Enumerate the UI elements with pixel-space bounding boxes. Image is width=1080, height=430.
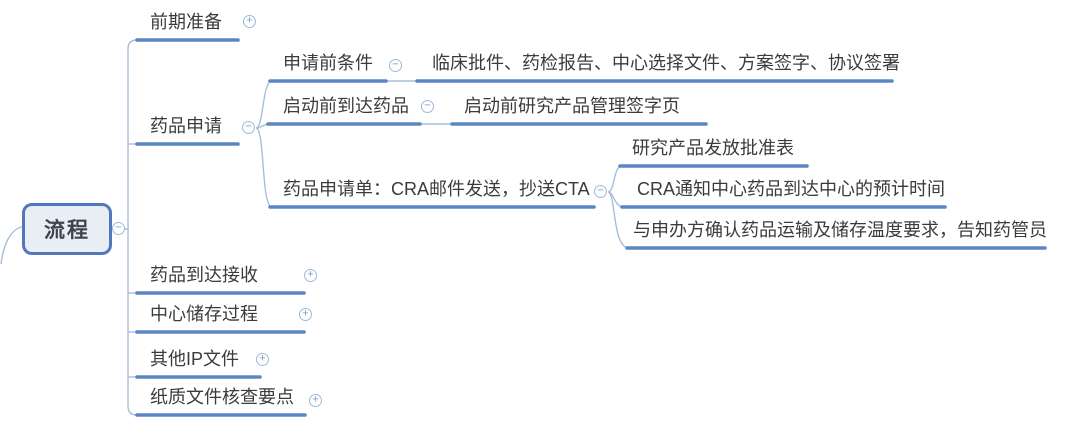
node-pre-application-conditions[interactable]: 申请前条件	[283, 53, 373, 73]
toggle-paper-checklist-expand-icon[interactable]: +	[309, 394, 322, 407]
fan-application-form-up	[607, 165, 623, 193]
node-paper-document-checklist[interactable]: 纸质文件核查要点	[150, 387, 294, 407]
node-preparation[interactable]: 前期准备	[150, 12, 222, 32]
node-prelaunch-drug-arrival[interactable]: 启动前到达药品	[283, 96, 409, 116]
node-drug-application-form[interactable]: 药品申请单：CRA邮件发送，抄送CTA	[283, 179, 590, 199]
node-drug-arrival-receipt[interactable]: 药品到达接收	[150, 265, 258, 285]
node-process-root[interactable]: 流程	[22, 203, 112, 255]
node-product-release-approval-form[interactable]: 研究产品发放批准表	[632, 138, 794, 158]
toggle-drug-application-collapse-icon[interactable]: −	[242, 121, 255, 134]
node-prelaunch-signature-page[interactable]: 启动前研究产品管理签字页	[464, 96, 680, 116]
node-clinical-approval-docs[interactable]: 临床批件、药检报告、中心选择文件、方案签字、协议签署	[432, 53, 900, 73]
toggle-preconditions-collapse-icon[interactable]: −	[389, 59, 402, 72]
fan-drug-application-up	[255, 80, 273, 129]
trunk-line	[127, 39, 138, 416]
toggle-site-storage-expand-icon[interactable]: +	[299, 308, 312, 321]
toggle-root-collapse-icon[interactable]: −	[112, 222, 125, 235]
node-site-storage-process[interactable]: 中心储存过程	[150, 304, 258, 324]
node-drug-application[interactable]: 药品申请	[150, 116, 222, 136]
fan-application-form-down	[607, 191, 630, 249]
offcanvas-parent-line	[0, 226, 23, 265]
node-other-ip-documents[interactable]: 其他IP文件	[150, 349, 240, 369]
toggle-application-form-collapse-icon[interactable]: −	[594, 185, 607, 198]
fan-drug-application-down	[255, 127, 273, 208]
toggle-other-ip-expand-icon[interactable]: +	[256, 353, 269, 366]
node-cra-notify-eta[interactable]: CRA通知中心药品到达中心的预计时间	[637, 179, 946, 199]
toggle-prelaunch-collapse-icon[interactable]: −	[421, 100, 434, 113]
node-confirm-transport-storage[interactable]: 与申办方确认药品运输及储存温度要求，告知药管员	[633, 220, 1047, 240]
toggle-preparation-expand-icon[interactable]: +	[243, 15, 256, 28]
toggle-drug-arrival-expand-icon[interactable]: +	[304, 269, 317, 282]
